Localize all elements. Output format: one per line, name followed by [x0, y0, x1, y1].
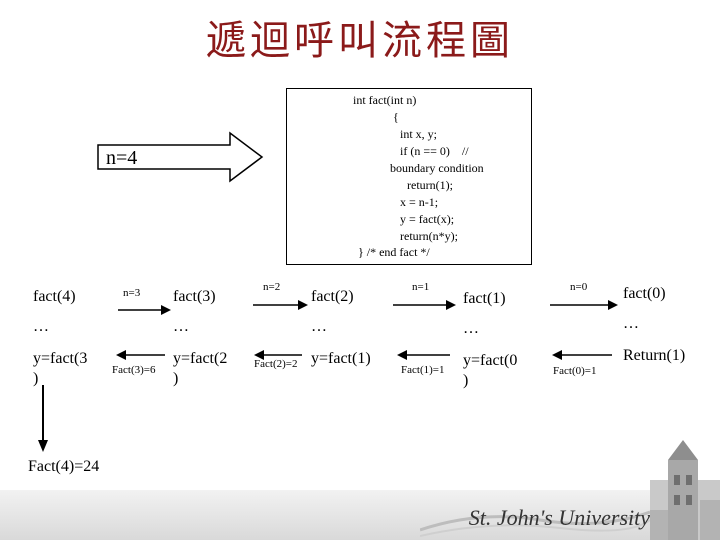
- frame-head: fact(3): [173, 288, 216, 305]
- call-arrow: [550, 300, 618, 310]
- code-line: } /* end fact */: [358, 245, 430, 259]
- call-arrow: [253, 300, 308, 310]
- frame-call-paren: ): [463, 372, 469, 389]
- call-arrow: [393, 300, 456, 310]
- frame-dots: …: [173, 318, 189, 335]
- code-line: x = n-1;: [400, 195, 439, 209]
- call-arrow: [118, 305, 171, 315]
- slide-title: 遞迴呼叫流程圖: [206, 18, 514, 64]
- return-label: Fact(3)=6: [112, 364, 156, 376]
- return-arrow: [552, 350, 612, 360]
- code-line: return(1);: [407, 178, 453, 192]
- code-line: y = fact(x);: [400, 212, 455, 226]
- code-line: return(n*y);: [400, 229, 458, 243]
- frame-call-paren: ): [33, 370, 39, 387]
- frame-head: fact(1): [463, 290, 506, 307]
- footer-decoration: [420, 510, 650, 537]
- big-block-arrow: [97, 131, 264, 183]
- university-name: St. John's University: [468, 505, 650, 530]
- return-arrow: [254, 350, 302, 360]
- return-arrow: [397, 350, 450, 360]
- big-arrow-label: n=4: [106, 147, 138, 169]
- return-arrow: [116, 350, 165, 360]
- frame-head: fact(2): [311, 288, 354, 305]
- frame-call: y=fact(1): [311, 350, 371, 367]
- code-box: [286, 88, 532, 265]
- return-label: Fact(2)=2: [254, 358, 298, 370]
- code-line: if (n == 0) //: [400, 144, 469, 158]
- frame-head: fact(4): [33, 288, 76, 305]
- frame-call: Return(1): [623, 347, 686, 364]
- return-label: Fact(0)=1: [553, 365, 597, 377]
- call-label: n=1: [412, 281, 430, 293]
- frame-call: y=fact(0: [463, 352, 518, 369]
- frame-dots: …: [463, 320, 479, 337]
- footer-band: [0, 490, 720, 540]
- frame-call: y=fact(3: [33, 350, 88, 367]
- code-line: {: [393, 110, 399, 124]
- frame-dots: …: [623, 315, 639, 332]
- return-label: Fact(1)=1: [401, 364, 445, 376]
- final-result: Fact(4)=24: [28, 458, 100, 475]
- code-line: boundary condition: [390, 161, 484, 175]
- frame-call: y=fact(2: [173, 350, 228, 367]
- call-label: n=0: [570, 281, 588, 293]
- code-line: int x, y;: [400, 127, 438, 141]
- code-line: int fact(int n): [353, 93, 417, 107]
- down-arrow-head: [38, 440, 48, 452]
- frame-dots: …: [311, 318, 327, 335]
- frame-dots: …: [33, 318, 49, 335]
- call-label: n=3: [123, 287, 141, 299]
- call-label: n=2: [263, 281, 281, 293]
- frame-head: fact(0): [623, 285, 666, 302]
- frame-call-paren: ): [173, 370, 179, 387]
- campus-tower-image: [650, 440, 720, 540]
